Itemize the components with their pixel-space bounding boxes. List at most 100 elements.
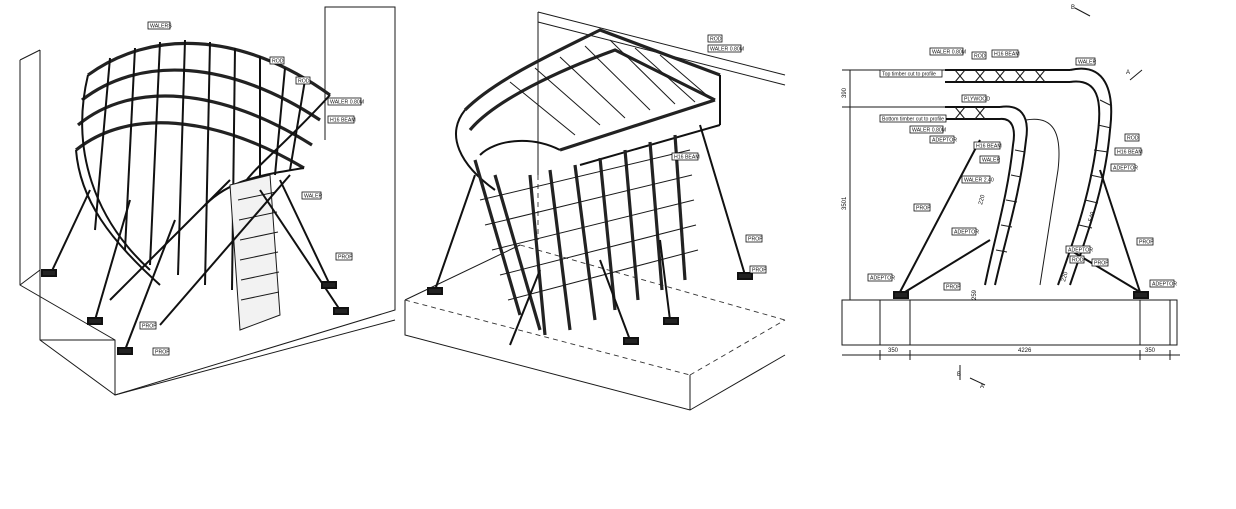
label-adeptor-inner: ADEPTOR — [951, 227, 979, 236]
svg-text:ROD: ROD — [1072, 258, 1084, 264]
svg-text:ADEPTOR: ADEPTOR — [1113, 166, 1138, 172]
section-elevation: 3501 390 350 4226 350 220 549 220 259 B … — [830, 0, 1230, 420]
h16-beams — [94, 39, 306, 291]
deck-beams — [509, 39, 711, 136]
svg-text:A: A — [1126, 70, 1130, 76]
isometric-view-left: WALERS ROD ROD WALER 0.80M H16 BEAM WALE… — [0, 0, 400, 420]
base-plates — [427, 272, 753, 345]
label-prop-right: PROP — [1136, 237, 1154, 246]
label-waler-mid: WALER — [979, 155, 1001, 164]
label-prop-a: PROP — [745, 234, 763, 243]
label-waler-side: WALER — [301, 191, 323, 200]
props — [434, 124, 746, 346]
svg-text:B: B — [1071, 5, 1075, 11]
label-h16-beam-top: H16 BEAM — [991, 49, 1020, 58]
label-waler-240: WALER 2.40 — [961, 175, 994, 184]
section-mark-b-bottom: B — [957, 365, 961, 380]
inner-shell — [984, 105, 1028, 286]
svg-text:220: 220 — [1061, 271, 1070, 283]
svg-text:ADEPTOR: ADEPTOR — [932, 138, 957, 144]
svg-text:WALER 0.80M: WALER 0.80M — [932, 50, 966, 56]
svg-text:PROP: PROP — [142, 324, 157, 330]
label-top-timber: Top timber cut to profile — [879, 69, 943, 78]
svg-text:PROP: PROP — [338, 255, 353, 261]
props — [899, 139, 1141, 293]
svg-text:WALER: WALER — [982, 158, 1001, 164]
svg-text:H16 BEAM: H16 BEAM — [976, 144, 1002, 150]
deck-section — [945, 69, 1070, 120]
label-rod-right-low: ROD — [1069, 255, 1085, 264]
label-prop-b: PROP — [749, 265, 767, 274]
svg-text:ADEPTOR: ADEPTOR — [870, 276, 895, 282]
label-adeptor-right-base: ADEPTOR — [1149, 279, 1177, 288]
dimension-lines — [842, 69, 1180, 360]
svg-text:H16 BEAM: H16 BEAM — [674, 155, 700, 161]
svg-text:549: 549 — [1088, 211, 1097, 223]
svg-text:WALER 2.40: WALER 2.40 — [964, 178, 994, 184]
label-prop-right-low: PROP — [1091, 258, 1109, 267]
label-adeptor-right-top: ADEPTOR — [1110, 163, 1138, 172]
label-plywood: PLYWOOD — [961, 94, 990, 103]
svg-text:WALER 0.80M: WALER 0.80M — [912, 128, 946, 134]
label-waler-top-right: WALER — [1075, 57, 1097, 66]
label-adeptor-right-mid: ADEPTOR — [1065, 245, 1093, 254]
foundation-block — [841, 299, 1178, 346]
svg-text:4226: 4226 — [1018, 348, 1032, 354]
label-prop-left: PROP — [913, 203, 931, 212]
back-wall — [19, 6, 396, 396]
label-rod-a: ROD — [269, 56, 285, 65]
label-adeptor-left: ADEPTOR — [867, 273, 895, 282]
dimension-texts: 3501 390 350 4226 350 220 549 220 259 — [842, 87, 1156, 354]
label-waler-080: WALER 0.80M — [707, 44, 744, 53]
svg-text:PROP: PROP — [946, 285, 961, 291]
section-mark-a-top: A — [1126, 69, 1143, 81]
svg-text:PROP: PROP — [1094, 261, 1109, 267]
slab — [39, 270, 396, 396]
concrete-void — [1025, 118, 1060, 286]
svg-text:350: 350 — [1145, 348, 1156, 354]
section-mark-b-top: B — [1071, 5, 1091, 17]
svg-text:259: 259 — [972, 289, 978, 300]
svg-text:PROP: PROP — [752, 268, 767, 274]
svg-text:H16 BEAM: H16 BEAM — [994, 52, 1020, 58]
side-panel — [229, 174, 281, 331]
svg-text:WALER 0.80M: WALER 0.80M — [330, 100, 364, 106]
isometric-drawing-left: WALERS ROD ROD WALER 0.80M H16 BEAM WALE… — [19, 6, 396, 396]
label-rod-right: ROD — [1124, 133, 1140, 142]
isometric-view-middle: ROD WALER 0.80M H16 BEAM PROP PROP — [400, 0, 800, 420]
walers — [479, 149, 699, 301]
svg-text:H16 BEAM: H16 BEAM — [1117, 150, 1143, 156]
label-h16-beam: H16 BEAM — [671, 152, 700, 161]
label-prop-front-b: PROP — [152, 347, 170, 356]
label-bottom-timber: Bottom timber cut to profile — [879, 114, 947, 123]
svg-text:Bottom timber cut to profile: Bottom timber cut to profile — [882, 117, 944, 123]
svg-text:ROD: ROD — [1127, 136, 1139, 142]
svg-text:PROP: PROP — [748, 237, 763, 243]
label-waler-080-top: WALER 0.80M — [929, 47, 966, 56]
label-rod-top: ROD — [971, 51, 987, 60]
svg-text:H16 BEAM: H16 BEAM — [330, 118, 356, 124]
svg-text:PROP: PROP — [916, 206, 931, 212]
svg-text:A: A — [980, 384, 984, 390]
svg-text:PROP: PROP — [155, 350, 170, 356]
svg-text:PLYWOOD: PLYWOOD — [964, 97, 990, 103]
svg-text:3501: 3501 — [842, 196, 848, 210]
section-mark-a-bottom: A — [969, 377, 986, 390]
svg-text:WALERS: WALERS — [150, 24, 172, 30]
svg-text:ROD: ROD — [272, 59, 284, 65]
label-h16-beam: H16 BEAM — [327, 115, 356, 124]
vertical-beams — [473, 134, 687, 336]
isometric-drawing-middle: ROD WALER 0.80M H16 BEAM PROP PROP — [404, 11, 786, 411]
svg-text:PROP: PROP — [1139, 240, 1154, 246]
label-waler-080-mid: WALER 0.80M — [909, 125, 946, 134]
label-adeptor-mid: ADEPTOR — [929, 135, 957, 144]
svg-text:390: 390 — [842, 87, 848, 98]
svg-text:B: B — [957, 372, 961, 378]
svg-text:ROD: ROD — [974, 54, 986, 60]
section-drawing: 3501 390 350 4226 350 220 549 220 259 B … — [841, 5, 1180, 390]
label-rod-b: ROD — [295, 76, 311, 85]
svg-text:WALER: WALER — [304, 194, 323, 200]
svg-text:220: 220 — [978, 194, 987, 206]
label-waler-080: WALER 0.80M — [327, 97, 364, 106]
label-prop-front-a: PROP — [139, 321, 157, 330]
